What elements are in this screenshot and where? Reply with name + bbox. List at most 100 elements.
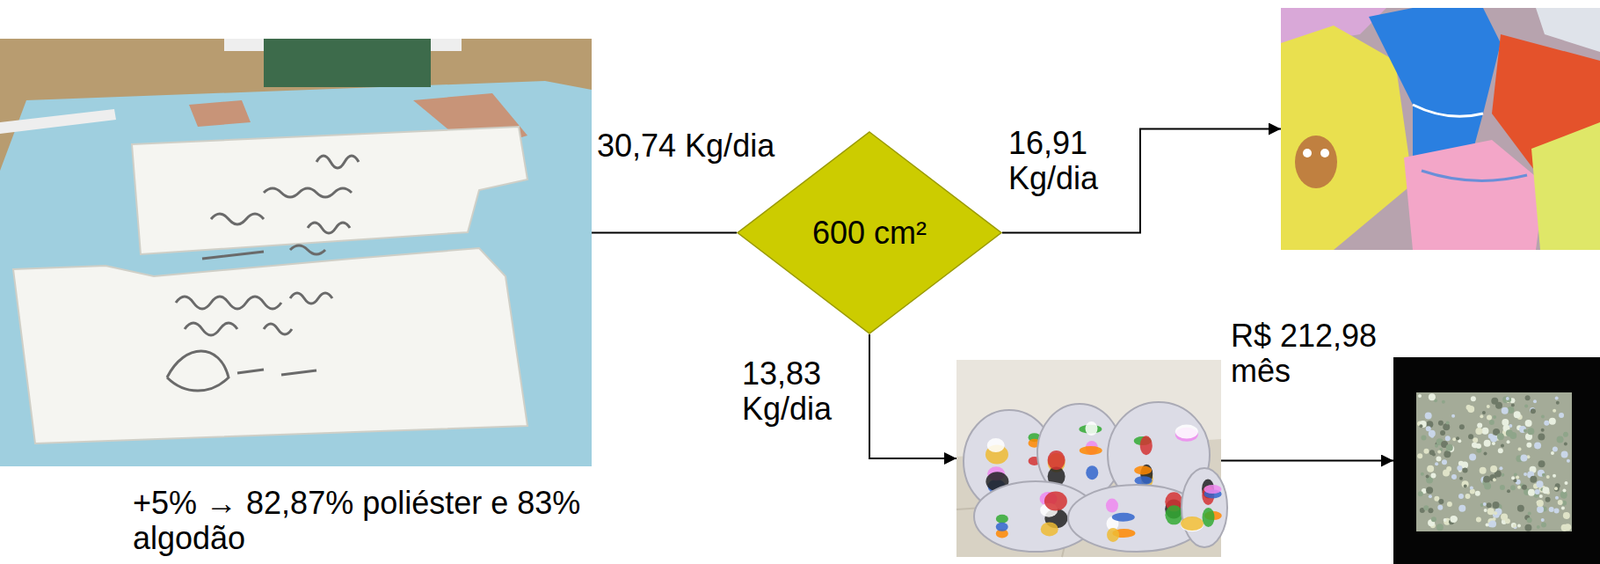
tile-speckle [1463,484,1468,488]
tile-speckle [1557,499,1564,505]
tile-speckle [1452,516,1458,522]
tile-speckle [1466,404,1472,410]
tile-speckle [1475,490,1481,496]
tile-speckle [1476,443,1482,449]
tile-speckle [1419,420,1427,428]
fabric-scrap [1085,421,1099,436]
tile-speckle [1539,494,1543,498]
tile-speckle [1566,458,1571,463]
tile-speckle [1472,436,1478,443]
clothes-photo [1280,7,1600,250]
fabric-scrap [1044,490,1068,510]
tile-speckle [1486,501,1492,508]
tile-speckle [1446,443,1454,451]
tile-speckle [1517,504,1525,512]
tile-speckle [1417,452,1423,459]
tile-speckle [1482,410,1486,415]
tile-speckle [1552,408,1557,413]
person-shorts [263,38,431,88]
tile-speckle [1490,435,1498,443]
garment-print [1320,148,1330,158]
tile-speckle [1526,442,1532,448]
fabric-scrap [1140,435,1153,455]
tile-speckle [1554,486,1558,490]
tile-speckle [1527,516,1533,523]
tile-speckle [1505,396,1512,402]
tile-speckle [1536,480,1544,488]
tile-speckle [1500,472,1505,477]
scrap-bags-photo [956,359,1222,557]
flow-quantity: R$ 212,98 mês [1230,318,1386,388]
fabric-scrap [987,437,1005,452]
tile-speckle [1443,517,1448,522]
garment-print [1294,135,1338,189]
tile-speckle [1483,501,1487,506]
tile-speckle [1533,399,1537,403]
tile-speckle [1523,472,1528,476]
tile-speckle [1552,473,1557,478]
tile-speckle [1483,439,1491,447]
garment-trim [1412,104,1484,117]
tile-speckle [1556,400,1560,405]
garment-trim [1421,170,1528,181]
tile-speckle [1487,507,1495,515]
tile-speckle [1529,475,1537,483]
tile-speckle [1475,427,1483,435]
fabric-scrap [1175,424,1199,439]
tile-speckle [1483,475,1491,483]
photo-illustration [956,359,1222,557]
tile-speckle [1489,519,1497,527]
tile-speckle [1433,495,1440,502]
tile-speckle [1561,523,1569,531]
fabric-scrap [1164,504,1183,524]
fabric-scrap [1105,498,1119,513]
tile-speckle [1489,473,1497,481]
tile-speckle [1563,511,1571,519]
tile-speckle [1562,488,1566,493]
tile-speckle [1521,484,1528,490]
photo-background [956,359,1222,557]
tile-speckle [1537,432,1545,440]
tile-speckle [1524,404,1528,408]
tile-speckle [1555,395,1559,400]
tile-speckle [1418,423,1423,428]
tile-speckle [1520,453,1528,461]
tile-speckle [1451,414,1455,418]
tile-speckle [1493,510,1498,515]
tile-speckle [1462,466,1469,473]
tile-speckle [1435,455,1441,461]
tile-speckle [1483,451,1487,456]
tile-speckle [1469,452,1477,460]
tile-speckle [1563,431,1569,437]
tile-speckle [1423,448,1429,454]
tile-speckle [1420,434,1426,440]
tile-speckle [1489,419,1495,425]
tile-speckle [1555,495,1559,500]
fabric-scrap [1112,512,1135,522]
person-hand [189,100,251,127]
tile-speckle [1440,429,1446,436]
tile-speckle [1536,499,1544,507]
tile-speckle [1549,417,1557,425]
tile-speckle [1543,420,1550,426]
tile-speckle [1459,476,1463,480]
tile-speckle [1501,407,1509,415]
fabric-scrap [1040,521,1059,536]
tile-speckle [1430,472,1436,479]
tile-speckle [1455,436,1460,440]
tile-speckle [1498,447,1504,453]
tile-speckle [1497,432,1505,440]
tile-speckle [1441,458,1448,465]
tile-speckle [1483,508,1488,512]
tile-speckle [1505,429,1513,437]
tile-speckle [1431,516,1437,522]
flow-connector [1221,459,1394,462]
fabric-scrap [1134,475,1153,485]
tile-speckle [1486,414,1492,420]
tile-speckle [1518,447,1522,451]
tile-speckle [1476,516,1482,522]
pencil-scribble [175,296,282,309]
tile-speckle [1428,494,1433,498]
edge-label-holder: 30,74 Kg/dia [596,128,826,164]
photo-illustration [0,38,592,466]
